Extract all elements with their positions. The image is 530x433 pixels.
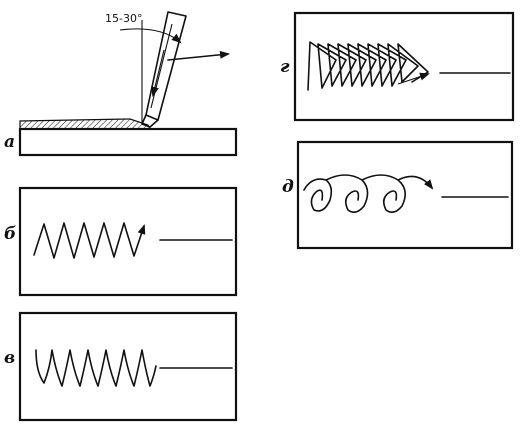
panel-v-frame xyxy=(18,311,238,422)
angle-arc xyxy=(119,28,182,44)
panel-a-label: а xyxy=(4,132,15,152)
panel-v-label: в xyxy=(4,348,15,368)
panel-d: д xyxy=(282,140,514,250)
panel-b-label: б xyxy=(4,224,16,244)
triangle-weave-path xyxy=(307,41,429,91)
electrode xyxy=(141,11,187,128)
panel-g-frame xyxy=(293,11,515,122)
panel-a: 15-30° а xyxy=(4,11,238,157)
panel-v: в xyxy=(4,311,238,422)
panel-b-frame xyxy=(18,186,238,297)
zigzag-weave-path xyxy=(33,222,146,259)
panel-b: б xyxy=(4,186,238,297)
panel-g: г xyxy=(280,11,515,122)
loop-weave-path xyxy=(303,174,432,214)
base-plate xyxy=(18,127,238,157)
weld-bead xyxy=(19,118,151,130)
panel-d-frame xyxy=(296,140,514,250)
panel-d-label: д xyxy=(282,177,294,197)
panel-g-label: г xyxy=(280,57,290,77)
travel-arrow xyxy=(397,72,430,85)
travel-direction-arrow xyxy=(167,50,230,61)
angle-label: 15-30° xyxy=(105,12,142,25)
crescent-weave-path xyxy=(35,349,157,387)
